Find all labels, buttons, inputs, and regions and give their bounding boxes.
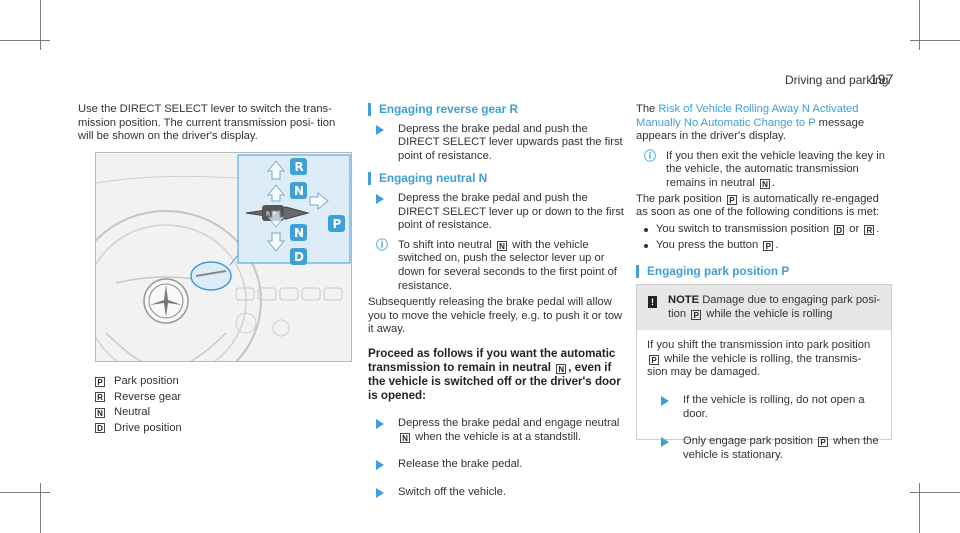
- legend-label: Reverse gear: [114, 390, 182, 403]
- proceed-step-1: Depress the brake pedal and engage neutr…: [368, 417, 630, 444]
- key-symbol: P: [818, 437, 829, 448]
- park-engage-text: The park position P is automatically re-…: [636, 192, 880, 219]
- gear-text-d: D: [294, 250, 304, 264]
- exit-info: ⓘ If you then exit the vehicle leaving t…: [644, 148, 885, 189]
- proceed-step-3: Switch off the vehicle.: [368, 486, 630, 500]
- key-symbol: P: [726, 194, 737, 205]
- gear-label-r: [290, 158, 307, 175]
- gear-text-n-upper: N: [294, 184, 304, 198]
- reverse-step: Depress the brake pedal and push the DIR…: [368, 123, 630, 164]
- damage-notice: ! NOTE Damage due to engaging park posi-…: [636, 284, 892, 461]
- page-number: 197: [870, 71, 894, 87]
- notice-header: ! NOTE Damage due to engaging park posi-…: [637, 285, 891, 331]
- notice-body: If you shift the transmission into park …: [637, 330, 891, 462]
- proceed-heading: Proceed as follows if you want the autom…: [368, 346, 621, 402]
- legend-label: Park position: [114, 375, 179, 387]
- gear-legend: P Park position R Reverse gear N Neutral…: [95, 374, 182, 436]
- steering-wheel-illustration: R P R N N D P: [95, 152, 352, 362]
- step-arrow-icon: [661, 395, 669, 406]
- condition-item: You press the button P.: [636, 239, 892, 253]
- intro-column: Use the DIRECT SELECT lever to switch th…: [78, 103, 350, 144]
- legend-item: R Reverse gear: [95, 390, 182, 405]
- right-column: The Risk of Vehicle Rolling Away N Activ…: [636, 103, 892, 279]
- key-symbol: N: [760, 178, 771, 189]
- step-arrow-icon: [376, 418, 384, 429]
- key-symbol: R: [95, 392, 105, 403]
- release-text: Subsequently releasing the brake pedal w…: [368, 296, 623, 336]
- crop-mark: [40, 483, 41, 533]
- legend-item: N Neutral: [95, 405, 182, 420]
- step-arrow-icon: [376, 193, 384, 204]
- key-symbol: P: [649, 354, 659, 365]
- proceed-step-2: Release the brake pedal.: [368, 458, 630, 472]
- display-message-name: Risk of Vehicle Rolling Away N Activated…: [636, 103, 859, 129]
- neutral-heading: Engaging neutral N: [368, 172, 630, 186]
- key-symbol: R: [864, 224, 875, 235]
- neutral-step: Depress the brake pedal and push the DIR…: [368, 192, 630, 233]
- condition-item: You switch to transmission position D or…: [636, 223, 892, 237]
- crop-mark: [40, 0, 41, 50]
- middle-column: Engaging reverse gear R Depress the brak…: [368, 102, 630, 500]
- crop-mark: [919, 483, 920, 533]
- key-symbol: N: [497, 240, 508, 251]
- warning-icon: !: [648, 296, 657, 308]
- reverse-heading: Engaging reverse gear R: [368, 102, 630, 117]
- gear-label-n-lower: [290, 224, 307, 241]
- legend-item: P Park position: [95, 374, 182, 389]
- gear-label-p: [328, 215, 345, 232]
- neutral-info: ⓘ To shift into neutral N with the vehic…: [376, 237, 617, 292]
- key-symbol: P: [691, 309, 702, 320]
- notice-text: If you shift the transmission into park …: [647, 339, 871, 379]
- intro-text: Use the DIRECT SELECT lever to switch th…: [78, 103, 336, 143]
- gear-label-n-upper: [290, 182, 307, 199]
- gear-text-n-lower: N: [294, 226, 304, 240]
- step-arrow-icon: [376, 487, 384, 498]
- legend-item: D Drive position: [95, 421, 182, 436]
- gear-text-p: P: [333, 217, 342, 231]
- step-arrow-icon: [376, 460, 384, 471]
- step-arrow-icon: [661, 437, 669, 448]
- key-symbol: D: [95, 423, 105, 434]
- crop-mark: [910, 40, 960, 41]
- crop-mark: [910, 492, 960, 493]
- key-symbol: P: [763, 241, 774, 252]
- gear-label-d: [290, 248, 307, 265]
- key-symbol: N: [556, 363, 567, 374]
- notice-step-2: Only engage park position P when the veh…: [647, 435, 881, 462]
- gear-text-r: R: [295, 160, 304, 174]
- direct-select-diagram: R P R N N D P: [96, 153, 351, 361]
- svg-text:R P: R P: [266, 211, 276, 218]
- crop-mark: [919, 0, 920, 50]
- crop-mark: [0, 40, 50, 41]
- legend-label: Neutral: [114, 406, 151, 419]
- key-symbol: N: [400, 432, 410, 443]
- legend-label: Drive position: [114, 421, 182, 434]
- message-text: The Risk of Vehicle Rolling Away N Activ…: [636, 103, 865, 143]
- crop-mark: [0, 492, 50, 493]
- notice-title: NOTE: [668, 294, 700, 306]
- info-icon: ⓘ: [376, 237, 389, 252]
- key-symbol: D: [834, 224, 845, 235]
- info-icon: ⓘ: [644, 148, 657, 163]
- section-title: Driving and parking: [785, 73, 889, 87]
- notice-step-1: If the vehicle is rolling, do not open a…: [647, 394, 881, 421]
- key-symbol: N: [95, 407, 105, 418]
- step-arrow-icon: [376, 124, 384, 135]
- park-heading: Engaging park position P: [636, 264, 892, 279]
- key-symbol: P: [95, 376, 105, 387]
